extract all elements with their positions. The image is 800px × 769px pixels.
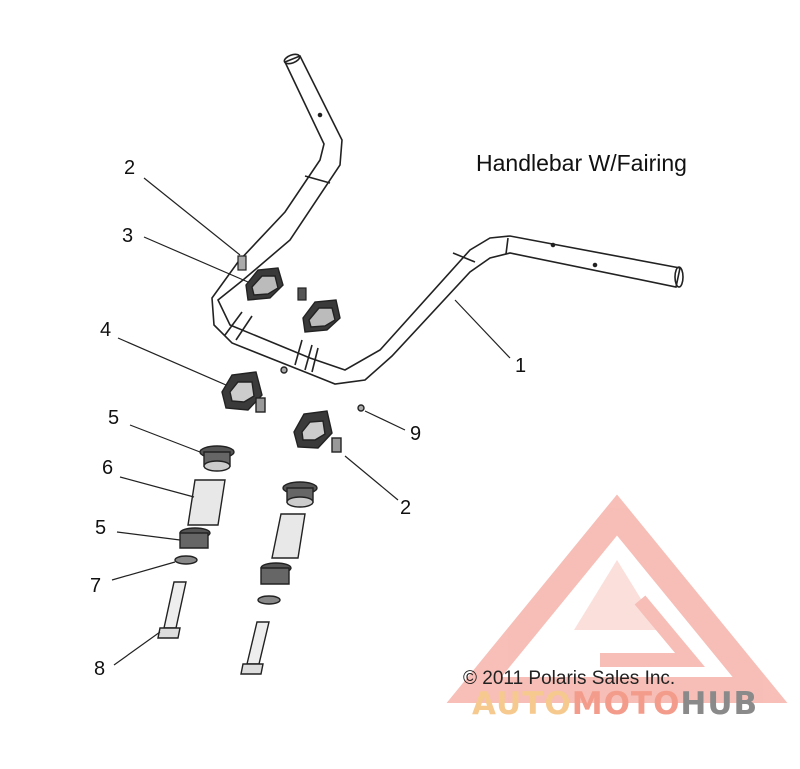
- callout-7: 7: [90, 575, 101, 597]
- riser-right: [293, 404, 365, 453]
- copyright-notice: © 2011 Polaris Sales Inc.: [463, 668, 676, 689]
- stack-left: [157, 445, 235, 639]
- callout-5-lower: 5: [95, 517, 106, 539]
- watermark-part-moto: MOTO: [571, 686, 681, 722]
- callout-6: 6: [102, 457, 113, 479]
- callout-8: 8: [94, 658, 105, 680]
- watermark-part-auto: AUTO: [472, 686, 572, 722]
- upper-clamp-right: [302, 299, 341, 333]
- upper-clamp-left: [245, 267, 284, 301]
- callout-3: 3: [122, 225, 133, 247]
- callout-1: 1: [515, 355, 526, 377]
- bolt-small-top: [237, 255, 307, 301]
- watermark-logo-icon: [446, 494, 788, 703]
- watermark-wordmark: AUTOMOTOHUB: [472, 686, 758, 722]
- callout-4: 4: [100, 319, 111, 341]
- callout-2-lower: 2: [400, 497, 411, 519]
- leader-lines: [111, 177, 511, 666]
- callout-5-upper: 5: [108, 407, 119, 429]
- stack-right: [240, 481, 318, 675]
- handlebar: [211, 53, 684, 385]
- callout-9: 9: [410, 423, 421, 445]
- callout-2-upper: 2: [124, 157, 135, 179]
- riser-left: [221, 366, 288, 413]
- watermark-part-hub: HUB: [680, 686, 759, 722]
- callouts: 2 3 4 5 6 5 7 8 1 9 2: [90, 157, 526, 680]
- diagram-title: Handlebar W/Fairing: [476, 150, 687, 176]
